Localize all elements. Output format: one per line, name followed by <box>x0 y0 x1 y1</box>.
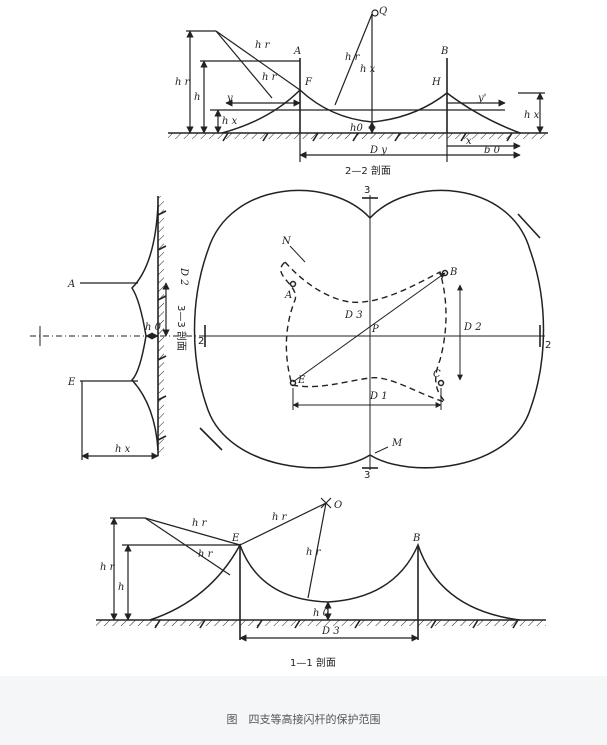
radius-line-o <box>239 502 327 546</box>
label-hx-mid: h x <box>360 64 376 75</box>
leader-m <box>374 446 389 454</box>
plan-view <box>193 189 545 470</box>
label-hx-dim: h x <box>222 116 238 127</box>
ground-hatch-3-3 <box>158 196 164 456</box>
label-dy: D y <box>369 145 387 156</box>
section-2-2-labels: Q A B F H h r h r h r h x h r h h x y y'… <box>175 6 540 177</box>
section-1-1 <box>96 497 546 642</box>
label-hr-2: h r <box>262 72 278 83</box>
leader-n <box>289 245 306 263</box>
label-h-dim-1-1: h <box>118 582 124 593</box>
label-e-plan: E <box>297 375 306 386</box>
label-hr-dim-1-1: h r <box>100 562 116 573</box>
label-section-2-right: 2 <box>545 340 551 351</box>
label-b-1-1: B <box>412 533 420 544</box>
label-b0: b 0 <box>484 145 501 156</box>
plan-labels: 3 3 2 2 N M A B C E P D 3 D 1 D 2 <box>198 185 551 481</box>
label-a-plan: A <box>284 290 292 301</box>
label-x: x <box>466 136 472 147</box>
label-e-1-1: E <box>231 533 240 544</box>
protection-range-figure: Q A B F H h r h r h r h x h r h h x y y'… <box>30 6 551 669</box>
ground-hatch-2-2 <box>168 133 548 139</box>
label-b-plan: B <box>449 267 457 278</box>
radius-line-o2 <box>307 502 327 599</box>
caption-band <box>0 676 607 745</box>
label-a-top: A <box>293 46 301 57</box>
section-3-3-labels: A E h 0 h x D 2 3—3 剖面 <box>67 267 189 455</box>
label-hx-right: h x <box>524 110 540 121</box>
protection-curve-2-2 <box>221 88 521 134</box>
rod-b-plan <box>441 269 449 277</box>
corner-tick-bl <box>199 427 223 451</box>
label-c-plan: C <box>433 369 441 380</box>
q-center-mark <box>371 9 379 17</box>
label-d2-3-3: D 2 <box>178 267 189 286</box>
label-h0: h0 <box>350 123 363 134</box>
label-y: y <box>226 93 233 104</box>
rod-c-plan <box>437 379 445 387</box>
label-hr-dim: h r <box>175 77 191 88</box>
label-b-top: B <box>440 46 448 57</box>
label-hr-a: h r <box>192 518 208 529</box>
label-p: P <box>371 324 379 335</box>
label-e-3-3: E <box>67 377 76 388</box>
label-o: O <box>334 500 342 511</box>
diagram-canvas: Q A B F H h r h r h r h x h r h h x y y'… <box>30 6 551 669</box>
label-h0-1-1: h 0 <box>313 608 330 619</box>
label-hr-c: h r <box>272 512 288 523</box>
dim-d3-diagonal <box>292 272 446 383</box>
label-hx-3-3: h x <box>115 444 131 455</box>
label-hr-3: h r <box>345 52 361 63</box>
label-section-3-top: 3 <box>364 185 370 196</box>
protection-outline <box>193 189 545 469</box>
label-a-3-3: A <box>67 279 75 290</box>
label-y-prime: y' <box>477 93 486 104</box>
ground-hatch-1-1 <box>96 620 546 626</box>
label-m: M <box>391 438 403 449</box>
ground-ticks-3-3 <box>157 210 167 441</box>
rod-e-plan <box>289 379 297 387</box>
section-3-3 <box>30 196 200 460</box>
label-d3-1-1: D 3 <box>321 626 340 637</box>
title-1-1: 1—1 剖面 <box>290 656 336 669</box>
ground-ticks-2-2 <box>222 132 513 142</box>
label-d3-plan: D 3 <box>344 310 363 321</box>
title-3-3: 3—3 剖面 <box>175 305 188 351</box>
label-q: Q <box>379 6 387 17</box>
label-hr-d: h r <box>306 547 322 558</box>
label-h0-3-3: h 0 <box>145 322 162 333</box>
radius-line-b <box>215 30 273 99</box>
figure-caption: 图 四支等高接闪杆的保护范围 <box>226 713 381 726</box>
label-d1-horizontal: D 1 <box>369 391 388 402</box>
section-2-2 <box>168 9 548 162</box>
radius-line-q <box>334 13 373 106</box>
label-d2-right: D 2 <box>463 322 482 333</box>
corner-tick-tr <box>517 213 541 239</box>
label-f: F <box>304 77 313 88</box>
label-h-dim: h <box>194 92 200 103</box>
title-2-2: 2—2 剖面 <box>345 164 391 177</box>
hx-protection-zone <box>280 261 447 404</box>
radius-line-e <box>144 517 241 546</box>
rod-a-plan <box>289 280 297 288</box>
label-hr-1: h r <box>255 40 271 51</box>
o-center-mark <box>320 497 332 509</box>
label-n: N <box>281 236 292 247</box>
label-section-2-left: 2 <box>198 336 204 347</box>
label-section-3-bottom: 3 <box>364 470 370 481</box>
label-h-point: H <box>431 77 441 88</box>
label-hr-b: h r <box>198 549 214 560</box>
section-1-1-labels: O E B h r h r h r h r h r h h 0 D 3 1—1 … <box>100 500 420 669</box>
radius-line-e2 <box>144 517 231 576</box>
ground-ticks-1-1 <box>154 619 519 629</box>
